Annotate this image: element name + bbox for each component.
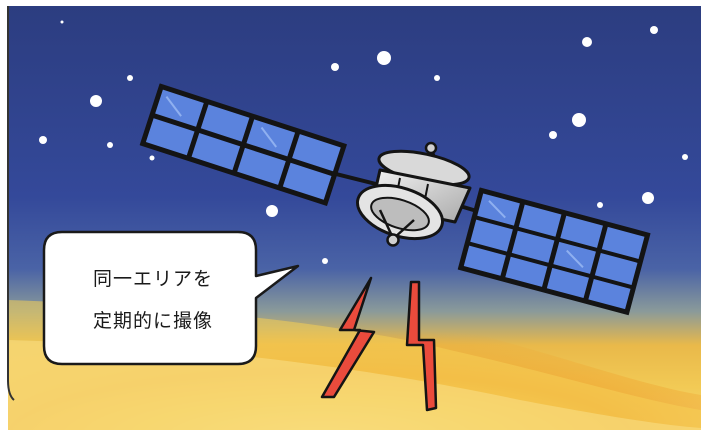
- speech-bubble: [42, 230, 300, 366]
- satellite-icon: [139, 83, 651, 316]
- star-icon: [60, 20, 64, 24]
- signal-bolt-icon: [405, 280, 438, 412]
- star-icon: [572, 113, 586, 127]
- star-icon: [549, 131, 557, 139]
- star-icon: [377, 51, 391, 65]
- star-icon: [322, 258, 328, 264]
- star-icon: [582, 37, 592, 47]
- star-icon: [650, 26, 658, 34]
- right-solar-panel: [457, 187, 651, 316]
- star-icon: [39, 136, 47, 144]
- star-icon-group: [39, 20, 688, 264]
- sky-background: [8, 6, 701, 430]
- signal-bolt-icon: [320, 276, 376, 399]
- star-icon: [266, 205, 278, 217]
- star-icon: [90, 95, 102, 107]
- star-icon: [107, 142, 113, 148]
- star-icon: [682, 154, 688, 160]
- panel-frame-edge: [7, 6, 15, 401]
- star-icon: [331, 63, 339, 71]
- speech-bubble-line-1: 同一エリアを: [92, 268, 213, 290]
- left-solar-panel: [139, 83, 347, 206]
- speech-bubble-line-2: 定期的に撮像: [92, 310, 213, 332]
- star-icon: [149, 155, 155, 161]
- star-icon: [127, 75, 133, 81]
- star-icon: [597, 202, 603, 208]
- star-icon: [434, 75, 440, 81]
- star-icon: [642, 192, 654, 204]
